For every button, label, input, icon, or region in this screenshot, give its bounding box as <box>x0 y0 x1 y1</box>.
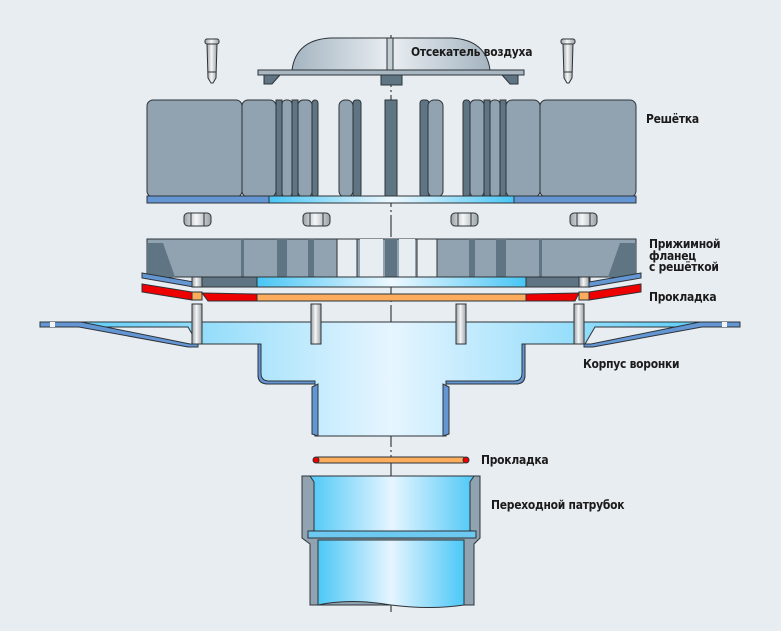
label-gasket-top: Прокладка <box>649 289 717 304</box>
label-grate: Решётка <box>646 111 699 126</box>
label-clamp-flange-line-3: с решёткой <box>649 259 719 274</box>
screw-right <box>560 38 576 84</box>
label-clamp-flange-line-2: фланец <box>649 247 696 263</box>
label-funnel-body: Корпус воронки <box>583 356 680 371</box>
gasket-bottom <box>312 456 470 464</box>
clamp-flange <box>141 238 642 288</box>
gasket-top <box>141 283 642 302</box>
label-air-cutter: Отсекатель воздуха <box>411 44 533 59</box>
adapter-pipe <box>301 475 481 608</box>
label-clamp-flange: Прижимной фланец с решёткой <box>649 236 721 274</box>
label-adapter-pipe: Переходной патрубок <box>491 497 625 512</box>
label-clamp-flange-line-1: Прижимной <box>649 236 721 251</box>
studs <box>191 303 585 345</box>
air-cutter <box>257 37 525 86</box>
grate <box>146 99 637 204</box>
label-gasket-bottom: Прокладка <box>481 452 549 467</box>
funnel-body <box>39 321 741 437</box>
nuts <box>183 212 598 227</box>
screw-left <box>204 38 220 84</box>
